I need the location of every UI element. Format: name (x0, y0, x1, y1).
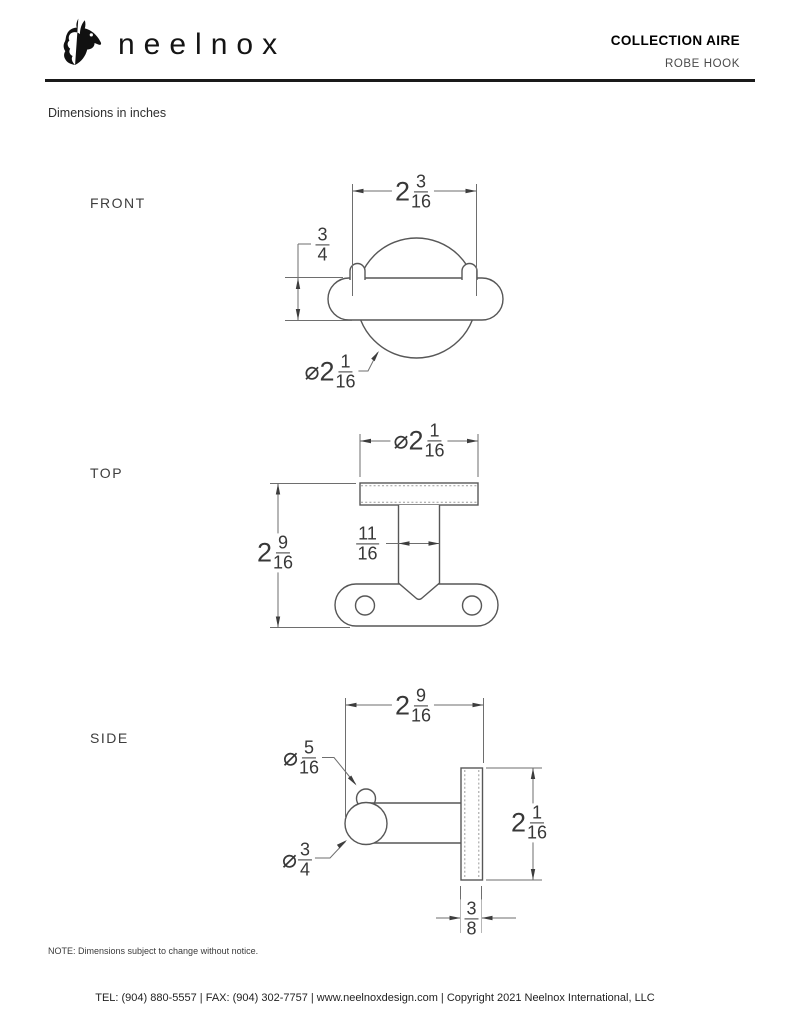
dim-denominator: 16 (273, 552, 294, 573)
side-depth-dimension (345, 698, 484, 817)
brand-wordmark: neelnox (118, 28, 287, 61)
top-left-hole (354, 595, 376, 616)
diameter-symbol: ⌀ (393, 426, 409, 455)
disclaimer-note: NOTE: Dimensions subject to change witho… (48, 946, 259, 956)
dim-whole: 2 (510, 807, 526, 838)
dim-numerator: 3 (298, 839, 313, 861)
dim-denominator: 16 (357, 543, 378, 564)
top-view-label: TOP (90, 465, 124, 481)
product-subtitle: ROBE HOOK (664, 58, 740, 70)
top-backplate (359, 482, 479, 506)
horse-head-icon (63, 18, 102, 65)
side-view-drawing (314, 698, 542, 933)
dim-denominator: 16 (299, 757, 320, 778)
dim-denominator: 16 (527, 822, 548, 843)
header-rule (45, 79, 755, 82)
dim-whole: 2 (319, 356, 335, 387)
front-left-pin (349, 262, 366, 280)
dim-numerator: 3 (464, 898, 479, 920)
dim-numerator: 1 (338, 351, 353, 373)
dim-numerator: 1 (530, 802, 545, 824)
front-view-label: FRONT (90, 195, 146, 211)
dim-denominator: 8 (466, 918, 477, 939)
dim-whole: 2 (408, 425, 424, 456)
dim-numerator: 5 (302, 737, 317, 759)
dim-denominator: 16 (424, 440, 445, 461)
collection-title: COLLECTION AIRE (610, 33, 740, 48)
top-hook-shape (334, 482, 499, 627)
diameter-symbol: ⌀ (282, 743, 299, 772)
dim-denominator: 16 (335, 371, 356, 392)
dim-denominator: 4 (317, 244, 328, 265)
dim-whole: 2 (256, 537, 272, 568)
front-hook-shape (327, 237, 504, 359)
dim-denominator: 4 (300, 859, 311, 880)
front-height-dimension (285, 243, 352, 321)
dim-denominator: 16 (411, 191, 432, 212)
side-view-label: SIDE (90, 730, 129, 746)
front-bracket-capsule (327, 277, 504, 321)
units-note: Dimensions in inches (48, 106, 167, 120)
dim-numerator: 11 (356, 523, 379, 545)
side-pin-diameter-callout (322, 757, 357, 786)
front-diameter-callout (358, 351, 379, 372)
top-view-drawing (270, 434, 499, 628)
side-hook-shape (344, 767, 484, 881)
diameter-symbol: ⌀ (281, 845, 298, 874)
side-ball-end (344, 801, 388, 846)
dim-numerator: 9 (414, 685, 429, 707)
side-ball-diameter-callout (314, 840, 347, 859)
dim-numerator: 9 (276, 532, 291, 554)
top-stem (397, 505, 441, 601)
diameter-symbol: ⌀ (304, 357, 320, 386)
front-view-drawing (285, 184, 504, 372)
dim-numerator: 3 (315, 224, 330, 246)
dim-whole: 2 (394, 690, 410, 721)
dim-denominator: 16 (411, 705, 432, 726)
dim-numerator: 1 (427, 420, 442, 442)
side-wall-plate (460, 767, 484, 881)
top-right-hole (461, 595, 483, 616)
dim-numerator: 3 (414, 171, 429, 193)
footer-contact: TEL: (904) 880-5557 | FAX: (904) 302-775… (95, 992, 655, 1004)
dim-whole: 2 (394, 176, 410, 207)
top-stem-width-dimension (386, 541, 440, 546)
